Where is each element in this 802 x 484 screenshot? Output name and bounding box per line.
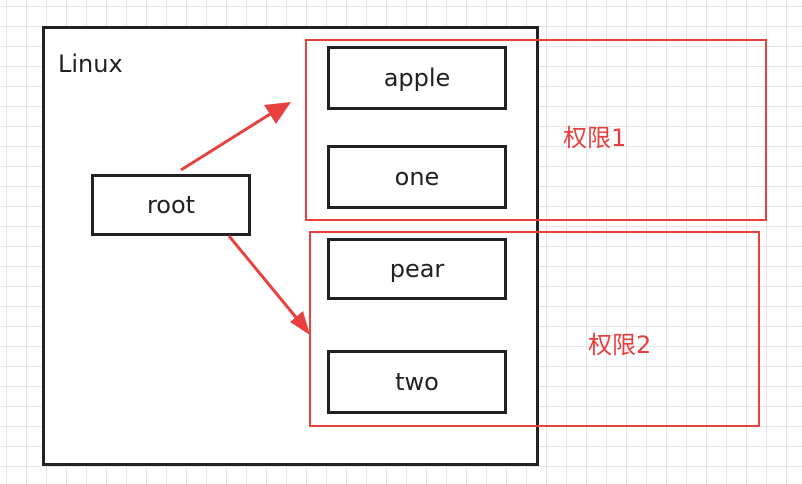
permission-2-frame xyxy=(309,231,760,427)
root-node: root xyxy=(91,174,251,236)
permission-1-label: 权限1 xyxy=(563,124,627,152)
pear-node: pear xyxy=(327,238,507,300)
one-node: one xyxy=(327,145,507,209)
permission-1-frame xyxy=(305,39,767,221)
linux-label: Linux xyxy=(58,50,123,78)
permission-2-label: 权限2 xyxy=(588,331,652,359)
apple-node: apple xyxy=(327,46,507,110)
two-node: two xyxy=(327,350,507,414)
